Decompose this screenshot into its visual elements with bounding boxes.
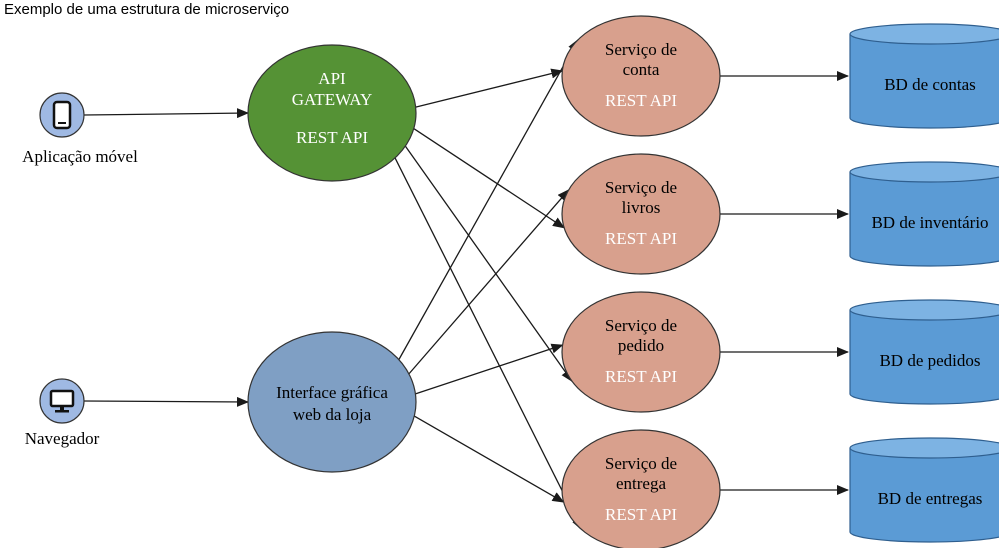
service-title-line: entrega bbox=[616, 474, 666, 493]
database-label: BD de contas bbox=[884, 75, 976, 94]
client-label: Aplicação móvel bbox=[22, 147, 138, 166]
service-title-line: Serviço de bbox=[605, 40, 677, 59]
service-title-line: Serviço de bbox=[605, 316, 677, 335]
hub-ellipse bbox=[247, 331, 417, 473]
database-db-pedidos: BD de pedidos bbox=[849, 299, 999, 405]
edge-gateway-entrega bbox=[394, 157, 583, 531]
database-body bbox=[849, 310, 999, 405]
client-browser: Navegador bbox=[25, 378, 100, 448]
service-title-line: pedido bbox=[618, 336, 664, 355]
edge-webui-conta bbox=[398, 38, 579, 360]
database-label: BD de inventário bbox=[871, 213, 988, 232]
service-api-label: REST API bbox=[605, 229, 677, 248]
desktop-monitor-icon bbox=[49, 389, 75, 413]
edge-browser-webui bbox=[83, 396, 249, 407]
database-label: BD de pedidos bbox=[879, 351, 980, 370]
service-ellipse bbox=[561, 153, 721, 275]
service-ellipse bbox=[561, 291, 721, 413]
edge-gateway-conta bbox=[415, 68, 564, 108]
database-body bbox=[849, 448, 999, 543]
edge-gateway-livros bbox=[413, 128, 565, 229]
database-body bbox=[849, 34, 999, 129]
edge-webui-pedido bbox=[415, 343, 564, 395]
client-mobile: Aplicação móvel bbox=[22, 92, 138, 166]
database-top bbox=[849, 161, 999, 183]
database-top bbox=[849, 299, 999, 321]
database-db-entregas: BD de entregas bbox=[849, 437, 999, 543]
edges-layer bbox=[83, 38, 849, 531]
service-title-line: Serviço de bbox=[605, 454, 677, 473]
database-label: BD de entregas bbox=[878, 489, 983, 508]
service-title-line: Serviço de bbox=[605, 178, 677, 197]
database-top bbox=[849, 437, 999, 459]
service-ellipse bbox=[561, 429, 721, 548]
service-api-label: REST API bbox=[605, 367, 677, 386]
mobile-phone-icon bbox=[52, 100, 72, 130]
hub-webui: Interface gráfica web da loja bbox=[247, 331, 417, 473]
database-top bbox=[849, 23, 999, 45]
database-body bbox=[849, 172, 999, 267]
service-api-label: REST API bbox=[605, 91, 677, 110]
hub-title-line: GATEWAY bbox=[292, 90, 373, 109]
database-db-contas: BD de contas bbox=[849, 23, 999, 129]
hub-ellipse bbox=[247, 44, 417, 182]
hub-title-line: Interface gráfica bbox=[276, 383, 388, 402]
service-title-line: livros bbox=[622, 198, 661, 217]
service-ellipse bbox=[561, 15, 721, 137]
edge-webui-entrega bbox=[413, 415, 565, 503]
figure-caption: Exemplo de uma estrutura de microserviço bbox=[4, 1, 290, 18]
database-db-inventario: BD de inventário bbox=[849, 161, 999, 267]
edge-gateway-pedido bbox=[404, 145, 573, 383]
service-title-line: conta bbox=[623, 60, 660, 79]
hub-api-label: REST API bbox=[296, 128, 368, 147]
service-api-label: REST API bbox=[605, 505, 677, 524]
hub-title-line: API bbox=[318, 69, 346, 88]
client-label: Navegador bbox=[25, 429, 100, 448]
hub-title-line: web da loja bbox=[293, 405, 372, 424]
edge-mobile-gateway bbox=[83, 108, 249, 119]
edge-webui-livros bbox=[408, 189, 570, 375]
hub-gateway: API GATEWAY REST API bbox=[247, 44, 417, 182]
